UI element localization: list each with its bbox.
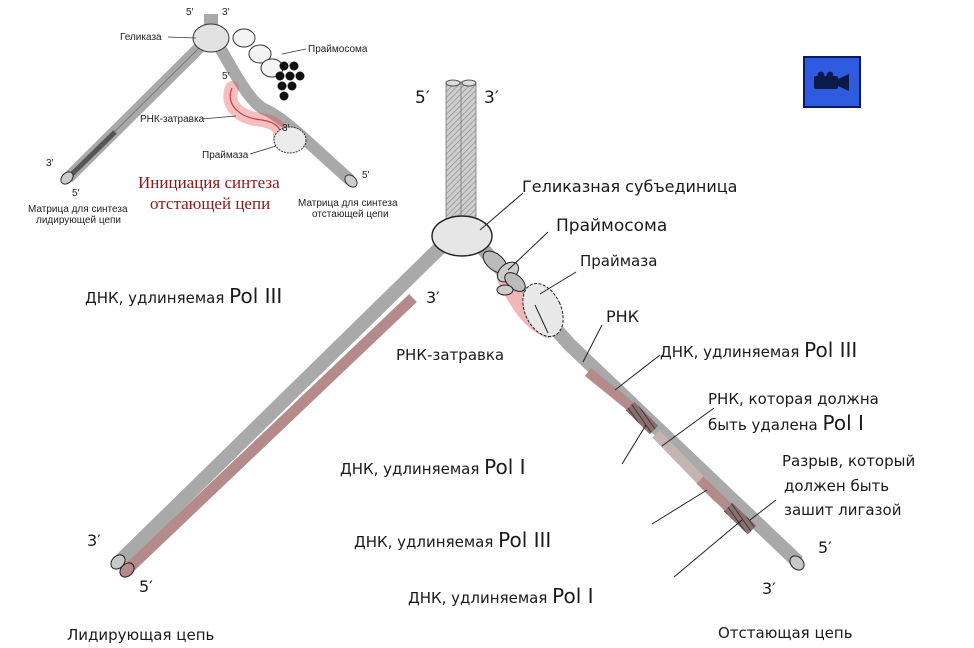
inset-primase [273, 126, 307, 154]
main-fork: 5′ 3′ Геликазная субъединица Праймосома … [67, 79, 915, 644]
lagging-strand-label: Отстающая цепь [718, 624, 853, 642]
video-camera-icon [814, 71, 849, 91]
primase-label: Праймаза [580, 252, 657, 270]
lagging-three-prime-end: 3′ [762, 579, 776, 598]
leading-pol3-label: ДНК, удлиняемая Pol III [85, 284, 282, 308]
inset-rna-primer-label: РНК-затравка [140, 114, 205, 125]
inset-primosome-beads [275, 61, 305, 101]
inset-leading-template-line2: лидирующей цепи [36, 215, 121, 226]
inset-primase-label: Праймаза [202, 150, 249, 161]
inset-three-prime: 3′ [222, 7, 230, 18]
video-button[interactable] [803, 56, 861, 108]
lagging-rna-segment-2 [723, 502, 757, 535]
inset-lagging-template-line1: Матрица для синтеза [298, 198, 398, 209]
leading-five-prime-end: 5′ [139, 577, 153, 596]
gap-line2: должен быть [784, 477, 889, 495]
primase [522, 283, 564, 337]
inset-lagging-template-line2: отстающей цепи [312, 209, 389, 220]
inset-leading-template-line1: Матрица для синтеза [28, 204, 128, 215]
inset-three-prime-rna: 3′ [282, 123, 290, 134]
main-five-prime-top: 5′ [415, 88, 430, 108]
lagging-rna-segment-1 [625, 401, 659, 435]
inset-five-prime-rna: 5′ [222, 71, 230, 82]
gap-line3: зашит лигазой [784, 501, 901, 519]
inset-helicase [192, 23, 230, 53]
pol1-label: ДНК, удлиняемая Pol I [340, 455, 526, 479]
lagging-okazaki-3 [696, 476, 732, 511]
leading-new-strand [122, 294, 417, 575]
lagging-okazaki-1 [584, 368, 634, 410]
rna-primer-label: РНК-затравка [396, 346, 504, 364]
inset-title-line2: отстающей цепи [150, 194, 270, 213]
inset-five-prime-lagging: 5′ [362, 170, 370, 181]
leading-three-prime: 3′ [426, 288, 440, 307]
leading-template-strand [112, 230, 457, 570]
inset-five-prime-leading: 5′ [72, 188, 80, 199]
lagging-five-prime-end: 5′ [818, 538, 832, 557]
leading-strand-label: Лидирующая цепь [67, 626, 214, 644]
inset-helicase-label: Геликаза [120, 32, 162, 43]
primosome-label: Праймосома [556, 216, 667, 236]
main-three-prime-top: 3′ [484, 88, 499, 108]
lagging-pol3-label: ДНК, удлиняемая Pol III [660, 338, 857, 362]
rna-removed-line2: быть удалена Pol I [708, 411, 864, 435]
inset-diagram: 5′ 3′ Геликаза Праймосома 5′ РНК-затравк… [28, 7, 398, 226]
inset-leading-new [66, 130, 117, 180]
lower-pol3-label: ДНК, удлиняемая Pol III [354, 528, 551, 552]
inset-primosome-label: Праймосома [308, 44, 368, 55]
primosome [482, 250, 526, 296]
gap-line1: Разрыв, который [782, 452, 915, 470]
leading-three-prime-end: 3′ [87, 531, 101, 550]
inset-five-prime: 5′ [186, 7, 194, 18]
rna-label: РНК [606, 307, 640, 326]
helicase-subunit-label: Геликазная субъединица [522, 177, 737, 196]
inset-title-line1: Инициация синтеза [138, 173, 280, 192]
lower-pol1-label: ДНК, удлиняемая Pol I [408, 584, 594, 608]
inset-three-prime-leading: 3′ [46, 158, 54, 169]
helicase [431, 215, 493, 257]
rna-removed-line1: РНК, которая должна [708, 390, 879, 408]
inset-lagging-arm [212, 41, 354, 185]
